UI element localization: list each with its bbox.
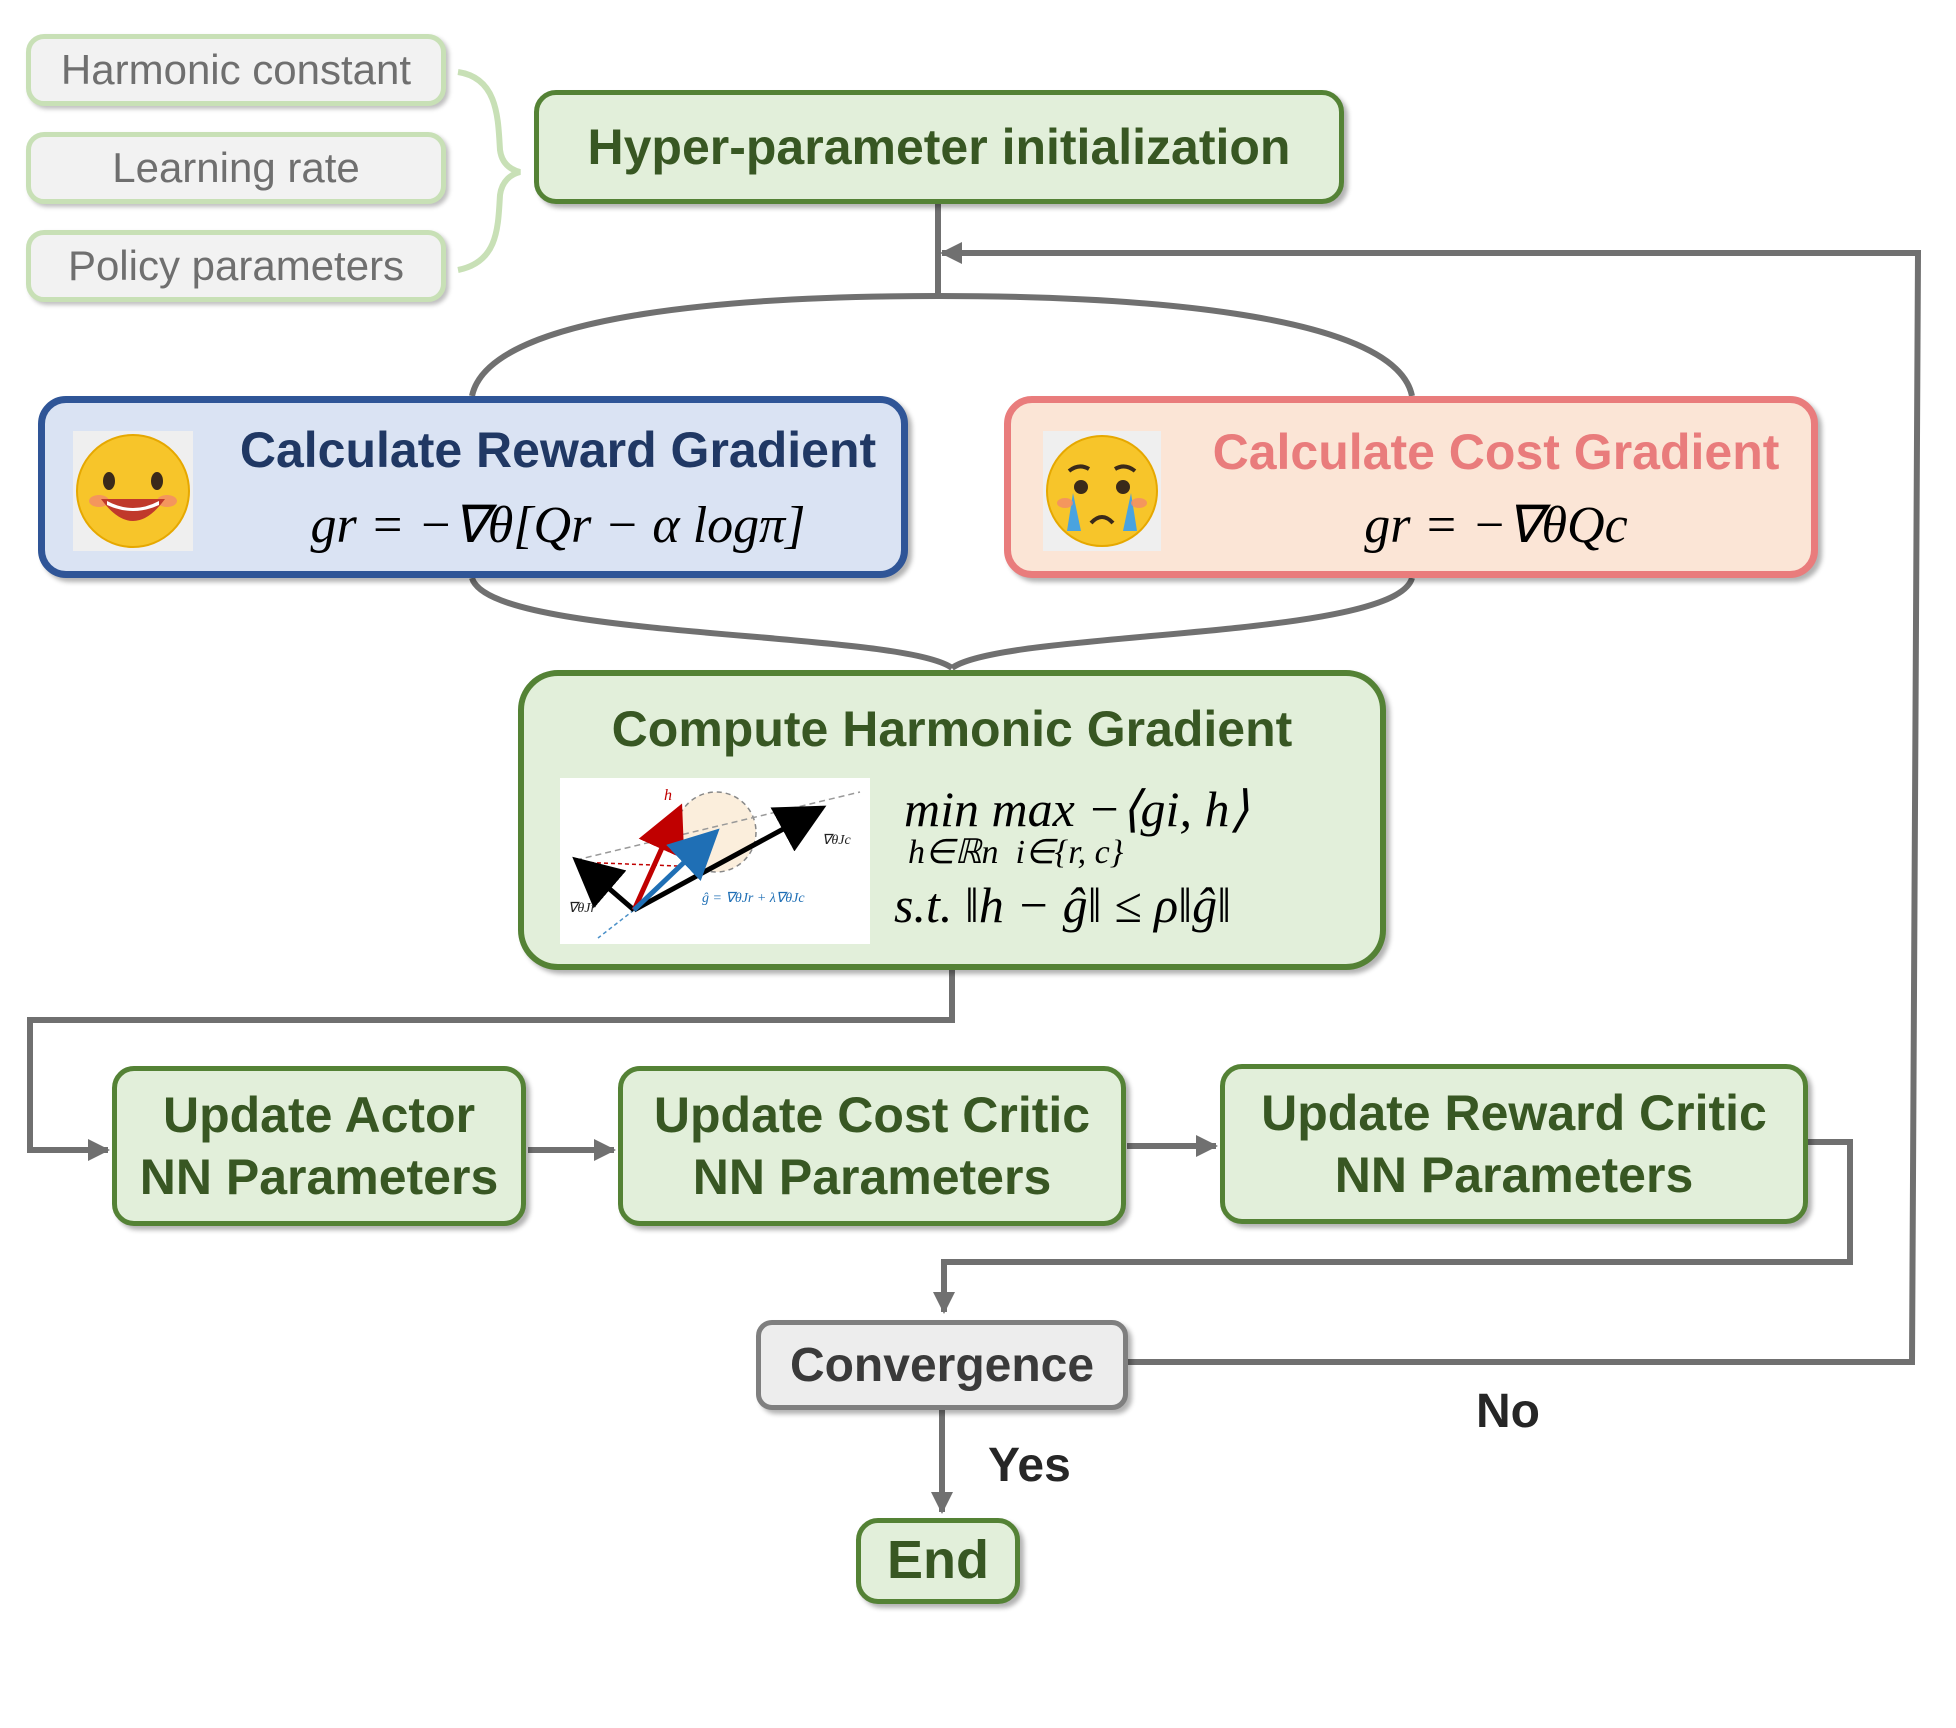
reward-formula: gr = −∇θ[Qr − α logπ] bbox=[310, 497, 806, 554]
harmonic-title: Compute Harmonic Gradient bbox=[611, 701, 1293, 757]
merge-curve-left bbox=[469, 576, 954, 671]
update-cost-critic-line2: NN Parameters bbox=[692, 1149, 1052, 1205]
merge-curve-right bbox=[950, 576, 1415, 671]
param-harmonic-constant: Harmonic constant bbox=[26, 34, 446, 106]
update-cost-critic-line1: Update Cost Critic bbox=[653, 1086, 1091, 1143]
figure-label-ghat: ĝ = ∇θJr + λ∇θJc bbox=[702, 891, 805, 906]
cost-gradient-box: Calculate Cost Gradient gr = −∇θQc bbox=[1004, 396, 1818, 578]
init-label: Hyper-parameter initialization bbox=[587, 118, 1291, 175]
happy-face-icon bbox=[73, 431, 193, 551]
no-label: No bbox=[1476, 1385, 1540, 1438]
param-brace bbox=[457, 69, 521, 273]
figure-label-jr: ∇θJr bbox=[568, 901, 596, 916]
cost-title: Calculate Cost Gradient bbox=[1212, 424, 1780, 480]
update-actor-line1: Update Actor bbox=[162, 1086, 476, 1143]
yes-label: Yes bbox=[988, 1439, 1071, 1492]
reward-title: Calculate Reward Gradient bbox=[239, 422, 877, 478]
rewardcritic-to-convergence bbox=[933, 1139, 1853, 1314]
end-box: End bbox=[856, 1518, 1020, 1604]
cost-formula: gr = −∇θQc bbox=[1364, 497, 1628, 554]
init-box: Hyper-parameter initialization bbox=[534, 90, 1344, 204]
update-reward-critic-line1: Update Reward Critic bbox=[1261, 1084, 1767, 1141]
param-policy-parameters: Policy parameters bbox=[26, 230, 446, 302]
crying-face-icon bbox=[1043, 431, 1161, 551]
harmonic-objective-sub: h∈ℝn i∈{r, c} bbox=[908, 834, 1124, 871]
harmonic-figure: h ∇θJc ∇θJr ĝ = ∇θJr + λ∇θJc bbox=[560, 778, 870, 944]
harmonic-objective: min max −⟨gi, h⟩ bbox=[904, 781, 1249, 837]
split-curve bbox=[469, 292, 1415, 397]
update-cost-critic-box: Update Cost Critic NN Parameters bbox=[618, 1066, 1126, 1226]
convergence-box: Convergence bbox=[756, 1320, 1128, 1410]
update-reward-critic-line2: NN Parameters bbox=[1334, 1147, 1694, 1203]
harmonic-constraint: s.t. ‖h − ĝ‖ ≤ ρ‖ĝ‖ bbox=[894, 877, 1232, 933]
harmonic-gradient-box: Compute Harmonic Gradient h ∇θJc ∇θJr ĝ … bbox=[518, 670, 1386, 970]
param-learning-rate: Learning rate bbox=[26, 132, 446, 204]
update-reward-critic-box: Update Reward Critic NN Parameters bbox=[1220, 1064, 1808, 1224]
update-actor-box: Update Actor NN Parameters bbox=[112, 1066, 526, 1226]
reward-gradient-box: Calculate Reward Gradient gr = −∇θ[Qr − … bbox=[38, 396, 908, 578]
convergence-label: Convergence bbox=[789, 1338, 1095, 1392]
feedback-line bbox=[940, 242, 1922, 1365]
harmonic-to-actor bbox=[27, 970, 955, 1161]
update-actor-line2: NN Parameters bbox=[139, 1149, 499, 1205]
end-label: End bbox=[887, 1530, 989, 1591]
figure-label-h: h bbox=[664, 787, 672, 804]
figure-label-jc: ∇θJc bbox=[822, 833, 851, 848]
